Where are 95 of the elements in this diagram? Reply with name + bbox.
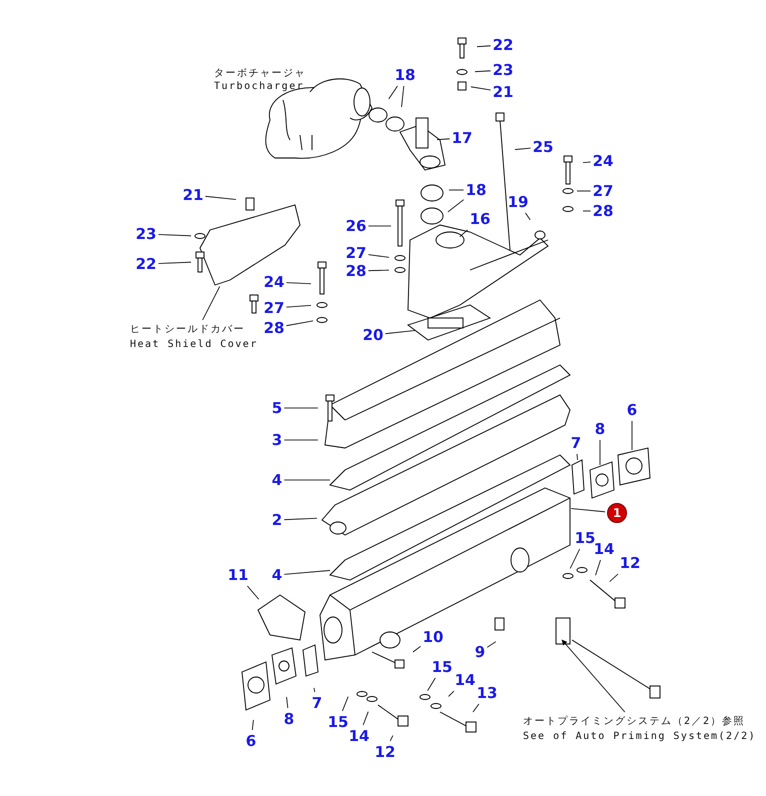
callout-number: 12 <box>374 743 396 761</box>
callout-number: 18 <box>466 181 486 199</box>
leader-line <box>284 570 330 575</box>
leader-arrow <box>562 640 626 712</box>
leader-line <box>284 518 318 520</box>
leader-line <box>595 560 601 576</box>
callout-number: 6 <box>626 401 638 419</box>
leader-line <box>582 162 591 163</box>
part-name: Turbocharger <box>214 81 304 92</box>
callout-number: 2 <box>272 511 282 529</box>
callout-number: 11 <box>228 566 248 584</box>
callout-number: 7 <box>570 434 582 452</box>
leader-line <box>286 320 314 326</box>
note-text: Heat Shield Cover <box>130 338 258 352</box>
callout-number: 8 <box>594 420 606 438</box>
leader-line <box>158 234 192 236</box>
callout-number: 27 <box>346 244 366 262</box>
leader-line <box>436 138 450 140</box>
note-text: オートプライミングシステム（2／2）参照 <box>523 714 746 729</box>
leader-line <box>401 86 404 108</box>
callout-number: 28 <box>592 202 614 220</box>
leader-line <box>368 270 390 272</box>
callout-number: 15 <box>328 713 348 731</box>
callout-number: 20 <box>362 326 384 344</box>
callout-number: 25 <box>532 138 554 156</box>
leader-line <box>252 720 254 730</box>
leader-line <box>514 148 531 150</box>
leader-line <box>570 508 606 512</box>
callout-number: 21 <box>492 83 514 101</box>
callout-number: 18 <box>394 66 416 84</box>
callout-number: 14 <box>348 727 370 745</box>
callout-number: 13 <box>476 684 498 702</box>
callout-number: 22 <box>492 36 514 54</box>
leader-line <box>459 230 468 238</box>
callout-number: 9 <box>474 643 486 661</box>
callout-number: 26 <box>346 217 366 235</box>
part-name: ターボチャージャ <box>214 67 306 80</box>
callout-number: 28 <box>346 262 366 280</box>
callout-number: 15 <box>574 529 596 547</box>
leader-line <box>576 190 591 192</box>
callout-number: 15 <box>432 658 452 676</box>
note-text: ヒートシールドカバー <box>130 323 246 337</box>
leader-line <box>286 696 288 708</box>
leader-line <box>362 711 369 726</box>
callout-number: 22 <box>136 255 156 273</box>
callout-number: 28 <box>264 319 284 337</box>
leader-line <box>205 196 236 200</box>
leader-line <box>158 262 192 264</box>
leader-line <box>286 304 312 308</box>
leader-line <box>448 199 464 212</box>
leader-line <box>247 586 260 600</box>
callout-number: 21 <box>182 186 204 204</box>
callout-number: 16 <box>470 210 490 228</box>
callout-number: 27 <box>264 299 284 317</box>
leader-line <box>427 678 436 692</box>
callout-number: 7 <box>312 694 322 712</box>
callout-number: 23 <box>136 225 156 243</box>
callout-number: 5 <box>272 399 282 417</box>
leader-line <box>476 45 491 48</box>
leader-line <box>412 646 421 652</box>
callout-number: 6 <box>246 732 256 750</box>
leader-line <box>570 548 580 569</box>
leader-line <box>470 86 491 90</box>
callout-number: 19 <box>508 193 528 211</box>
callout-number: 1 <box>607 503 627 523</box>
leader-line <box>286 282 312 284</box>
leader-line <box>388 86 398 100</box>
leader-line <box>525 212 531 220</box>
callout-number: 27 <box>592 182 614 200</box>
leader-line <box>202 286 220 320</box>
callout-number: 10 <box>422 628 444 646</box>
callout-number: 12 <box>620 554 640 572</box>
callout-number: 3 <box>272 431 282 449</box>
callout-number: 4 <box>272 566 282 584</box>
callout-number: 24 <box>264 273 284 291</box>
leader-line <box>390 735 394 742</box>
callout-number: 24 <box>592 152 614 170</box>
leader-line <box>582 210 591 212</box>
callout-number: 23 <box>492 61 514 79</box>
callout-number: 8 <box>284 710 294 728</box>
leader-line <box>314 688 316 692</box>
leader-line <box>474 70 491 72</box>
leader-line <box>342 696 349 712</box>
callout-number: 17 <box>452 129 472 147</box>
leader-line <box>448 690 454 697</box>
leader-line <box>486 641 496 648</box>
note-text: See of Auto Priming System(2/2) <box>523 730 756 744</box>
callout-number: 4 <box>272 471 282 489</box>
callout-number: 14 <box>454 671 476 689</box>
leader-line <box>385 330 416 334</box>
leader-line <box>576 454 578 460</box>
callout-number: 14 <box>594 540 614 558</box>
leader-line <box>368 254 390 258</box>
leader-line <box>472 704 480 712</box>
leader-line <box>609 574 618 582</box>
